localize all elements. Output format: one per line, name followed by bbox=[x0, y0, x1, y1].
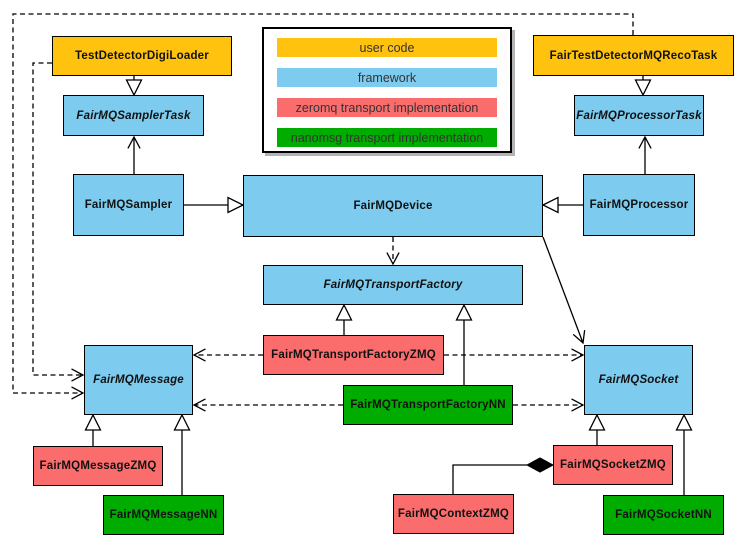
class-label: FairMQContextZMQ bbox=[397, 508, 510, 520]
class-box-fairmqsamplertask: FairMQSamplerTask bbox=[63, 95, 204, 136]
class-box-fairmqsocket: FairMQSocket bbox=[584, 345, 693, 415]
edge-socketzmq-owns-contextzmq bbox=[452, 464, 527, 494]
class-label: FairMQProcessor bbox=[589, 199, 689, 211]
messagezmq-inherits-message-triangle-arrowhead bbox=[84, 413, 102, 431]
digiloader-depends-message-vee-arrowhead bbox=[71, 368, 85, 382]
factorynn-inherits-transportfactory-triangle-arrowhead bbox=[455, 303, 473, 321]
class-label: FairMQSamplerTask bbox=[76, 109, 191, 122]
socketzmq-owns-contextzmq-diamond-arrowhead bbox=[525, 457, 555, 473]
class-box-fairmqmessagezmq: FairMQMessageZMQ bbox=[33, 446, 163, 486]
class-box-testdetectordigiloader: TestDetectorDigiLoader bbox=[52, 36, 232, 76]
factorynn-creates-message-vee-arrowhead bbox=[192, 398, 206, 412]
class-label: FairMQSocketNN bbox=[615, 509, 712, 521]
factorynn-creates-socket-vee-arrowhead bbox=[571, 398, 585, 412]
device-depends-transportfactory-vee-arrowhead bbox=[386, 252, 400, 266]
class-box-fairmqtransportfactoryzmq: FairMQTransportFactoryZMQ bbox=[263, 335, 444, 375]
class-box-fairmqmessage: FairMQMessage bbox=[84, 345, 193, 415]
legend-swatch-nanomsg: nanomsg transport implementation bbox=[277, 128, 497, 147]
class-box-fairtestdetectormqrecotask: FairTestDetectorMQRecoTask bbox=[533, 35, 734, 76]
class-label: FairMQDevice bbox=[353, 200, 433, 212]
class-label: FairMQSampler bbox=[84, 199, 173, 211]
class-box-fairmqprocessor: FairMQProcessor bbox=[583, 174, 695, 236]
class-label: FairMQSocket bbox=[598, 374, 679, 386]
class-box-fairmqprocessortask: FairMQProcessorTask bbox=[574, 95, 704, 136]
socketnn-inherits-socket-triangle-arrowhead bbox=[675, 413, 693, 431]
class-box-fairmqsocketzmq: FairMQSocketZMQ bbox=[553, 445, 673, 485]
class-box-fairmqtransportfactory: FairMQTransportFactory bbox=[263, 265, 523, 305]
legend-swatch-zeromq: zeromq transport implementation bbox=[277, 98, 497, 117]
class-label: FairMQSocketZMQ bbox=[560, 459, 666, 471]
class-label: TestDetectorDigiLoader bbox=[75, 50, 209, 62]
class-label: FairMQTransportFactoryNN bbox=[350, 399, 506, 411]
legend-label: nanomsg transport implementation bbox=[290, 130, 484, 145]
legend-label: zeromq transport implementation bbox=[295, 100, 479, 115]
class-label: FairMQMessageNN bbox=[109, 509, 218, 521]
class-box-fairmqmessagenn: FairMQMessageNN bbox=[103, 495, 224, 535]
device-uses-socket-vee-arrowhead bbox=[572, 330, 586, 345]
class-box-fairmqsocketnn: FairMQSocketNN bbox=[603, 495, 724, 535]
recotask-inherits-processortask-triangle-arrowhead bbox=[634, 79, 652, 97]
factoryzmq-creates-socket-vee-arrowhead bbox=[571, 348, 585, 362]
legend-swatch-user-code: user code bbox=[277, 38, 497, 57]
class-label: FairMQTransportFactory bbox=[323, 279, 463, 291]
edge-recotask-depends-message bbox=[12, 13, 634, 394]
socketzmq-inherits-socket-triangle-arrowhead bbox=[588, 413, 606, 431]
sampler-inherits-device-triangle-arrowhead bbox=[227, 196, 245, 214]
class-label: FairMQProcessorTask bbox=[576, 109, 702, 122]
edge-device-uses-socket bbox=[542, 236, 584, 344]
class-label: FairMQTransportFactoryZMQ bbox=[271, 349, 436, 361]
factoryzmq-inherits-transportfactory-triangle-arrowhead bbox=[335, 303, 353, 321]
legend-swatch-framework: framework bbox=[277, 68, 497, 87]
class-label: FairMQMessage bbox=[93, 374, 184, 386]
processor-inherits-device-triangle-arrowhead bbox=[541, 196, 559, 214]
sampler-uses-samplertask-vee-arrowhead bbox=[127, 135, 141, 149]
edge-digiloader-depends-message bbox=[32, 62, 83, 376]
digiloader-inherits-samplertask-triangle-arrowhead bbox=[125, 79, 143, 97]
factoryzmq-creates-message-vee-arrowhead bbox=[192, 348, 206, 362]
class-label: FairMQMessageZMQ bbox=[39, 460, 157, 472]
class-box-fairmqdevice: FairMQDevice bbox=[243, 175, 543, 237]
messagenn-inherits-message-triangle-arrowhead bbox=[173, 413, 191, 431]
legend: user code framework zeromq transport imple… bbox=[262, 27, 512, 153]
class-box-fairmqtransportfactorynn: FairMQTransportFactoryNN bbox=[343, 385, 513, 425]
class-label: FairTestDetectorMQRecoTask bbox=[549, 49, 718, 62]
class-box-fairmqcontextzmq: FairMQContextZMQ bbox=[393, 494, 514, 534]
recotask-depends-message-vee-arrowhead bbox=[71, 386, 85, 400]
legend-label: user code bbox=[359, 40, 415, 55]
legend-label: framework bbox=[357, 70, 417, 85]
processor-uses-processortask-vee-arrowhead bbox=[638, 135, 652, 149]
class-box-fairmqsampler: FairMQSampler bbox=[73, 174, 184, 236]
